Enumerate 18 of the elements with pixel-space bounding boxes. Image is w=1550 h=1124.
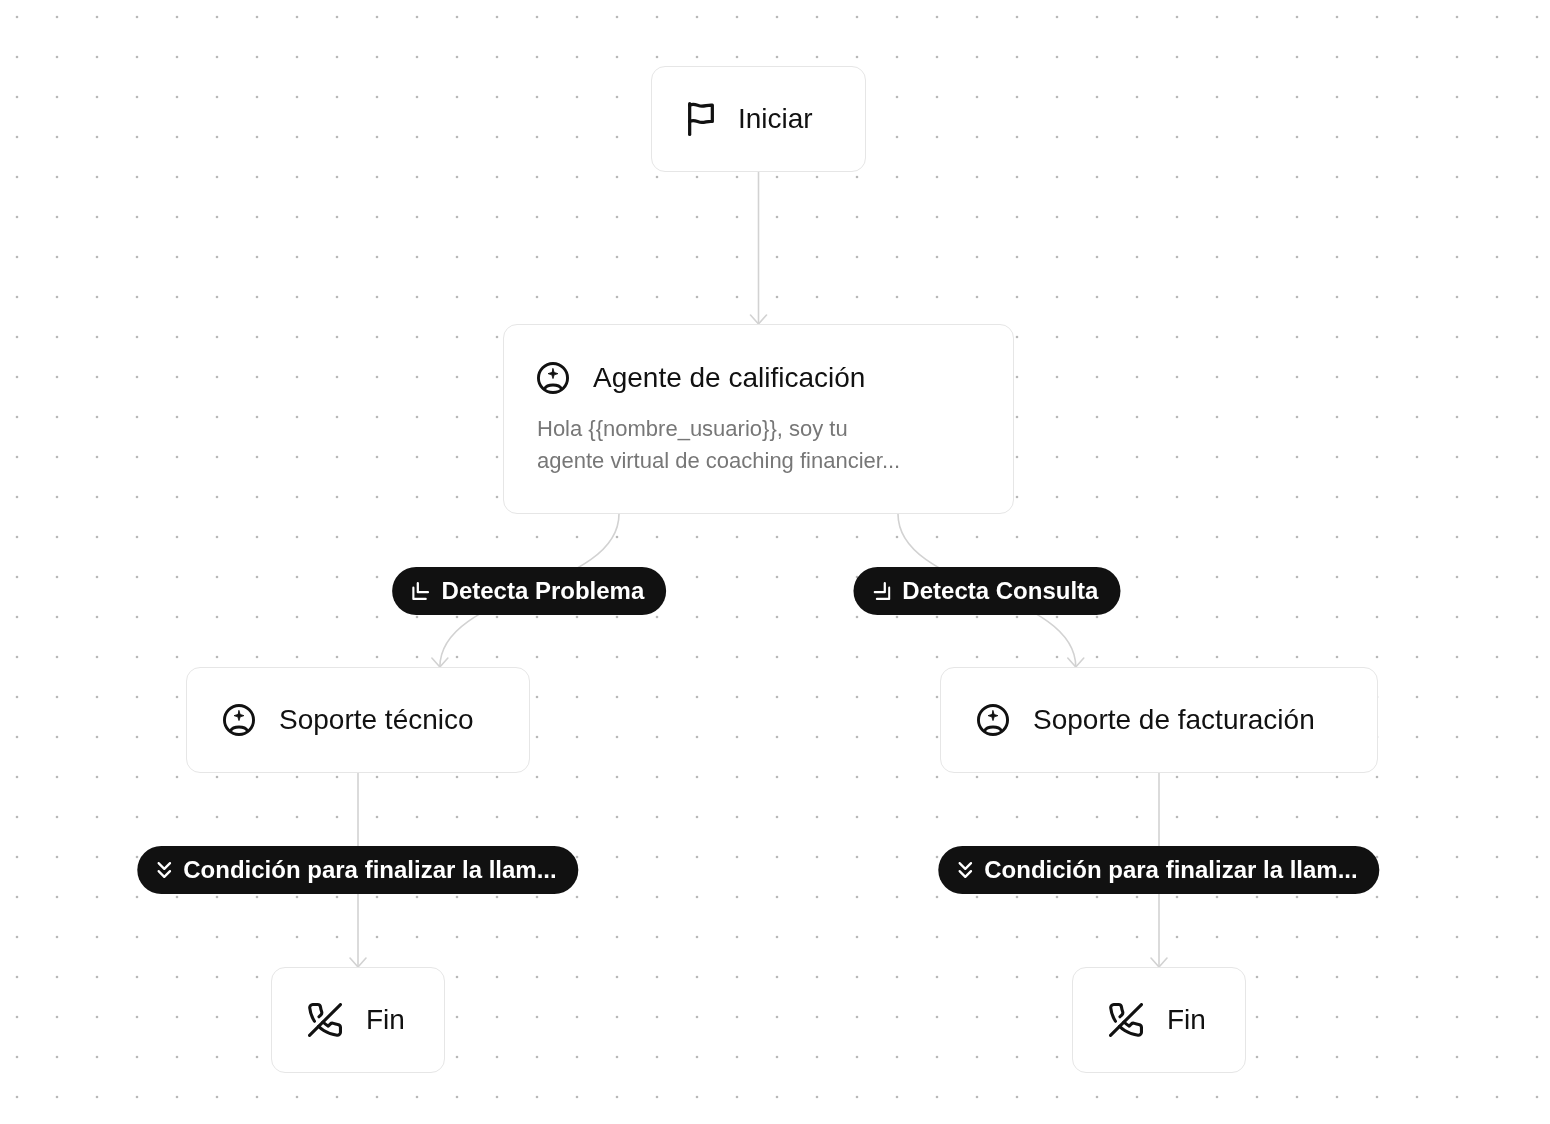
edge-label: Detecta Consulta: [902, 575, 1099, 606]
arrow-connector: [749, 171, 768, 325]
node-card: [186, 667, 530, 773]
edge-label: Condición para finalizar la llam...: [183, 855, 557, 885]
node-title: Soporte técnico: [279, 703, 474, 737]
node-card: [940, 667, 1378, 773]
node-description: Hola {{nombre_usuario}}, soy tu agente virtual de coaching financier...: [537, 415, 902, 475]
node-card: [1072, 967, 1246, 1073]
node-card: [271, 967, 445, 1073]
node-card: [503, 324, 1014, 514]
node-card: [651, 66, 866, 172]
edge-label: Condición para finalizar la llam...: [984, 855, 1358, 885]
node-title: Fin: [1167, 1003, 1206, 1037]
node-title: Soporte de facturación: [1033, 703, 1315, 737]
node-title: Agente de calificación: [593, 361, 866, 395]
edge-label: Detecta Problema: [441, 575, 645, 606]
node-title: Iniciar: [738, 102, 813, 136]
node-title: Fin: [366, 1003, 405, 1037]
